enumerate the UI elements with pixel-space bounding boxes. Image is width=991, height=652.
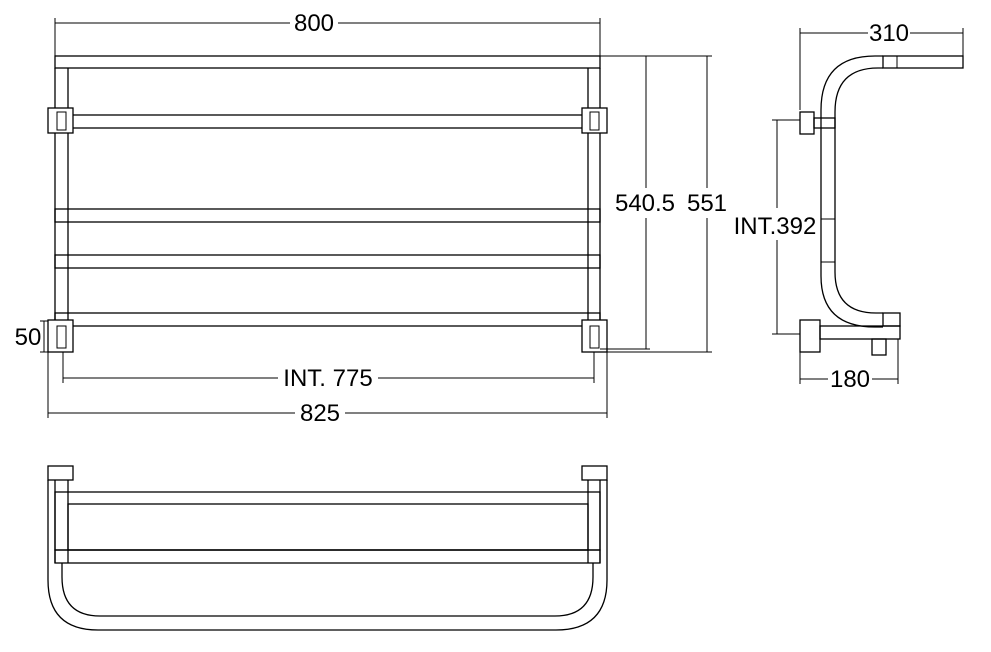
front-view: 800 50 540.5 [15,10,727,427]
side-lower-leg [871,338,887,356]
plan-front-rail [54,549,601,564]
upper-rail [54,114,601,129]
dim-551-label: 551 [687,190,727,217]
wall-flange-lower-right-inner [589,325,600,349]
dim-825-label: 825 [300,400,340,427]
side-wall-flange-upper [799,111,815,135]
dim-310-label: 310 [869,20,909,47]
lower-rail [54,312,601,327]
top-shelf [54,55,601,69]
side-lower-shelf [819,325,901,340]
plan-wall-flange-left [47,465,74,481]
side-lower-shelf-top [882,312,901,327]
dim-50-label: 50 [15,324,42,351]
middle-rail-1 [54,208,601,223]
wall-flange-lower-left-inner [56,325,67,349]
plan-u-bar-outer [47,480,608,631]
plan-view [47,465,608,631]
dim-392-label: INT.392 [734,213,817,240]
dim-800-label: 800 [294,10,334,37]
wall-flange-upper-left-inner [56,111,67,131]
side-wall-flange-lower [799,319,821,353]
dim-180-label: 180 [830,366,870,393]
plan-u-bar-inner [61,563,594,617]
middle-rail-2 [54,254,601,269]
wall-flange-lower-left [47,319,74,353]
dim-540-label: 540.5 [615,190,675,217]
plan-wall-flange-right [581,465,608,481]
wall-flange-lower-right [581,319,608,353]
side-upper-arm [813,117,836,129]
plan-shelf [54,491,601,551]
wall-flange-upper-right-inner [589,111,600,131]
side-bracket-inner [834,67,883,314]
side-top-shelf [882,55,964,69]
plan-shelf-inner [67,503,589,551]
side-bracket-outer [820,55,883,328]
side-view: 310 INT.392 180 [734,20,964,393]
dim-775-label: INT. 775 [283,365,372,392]
